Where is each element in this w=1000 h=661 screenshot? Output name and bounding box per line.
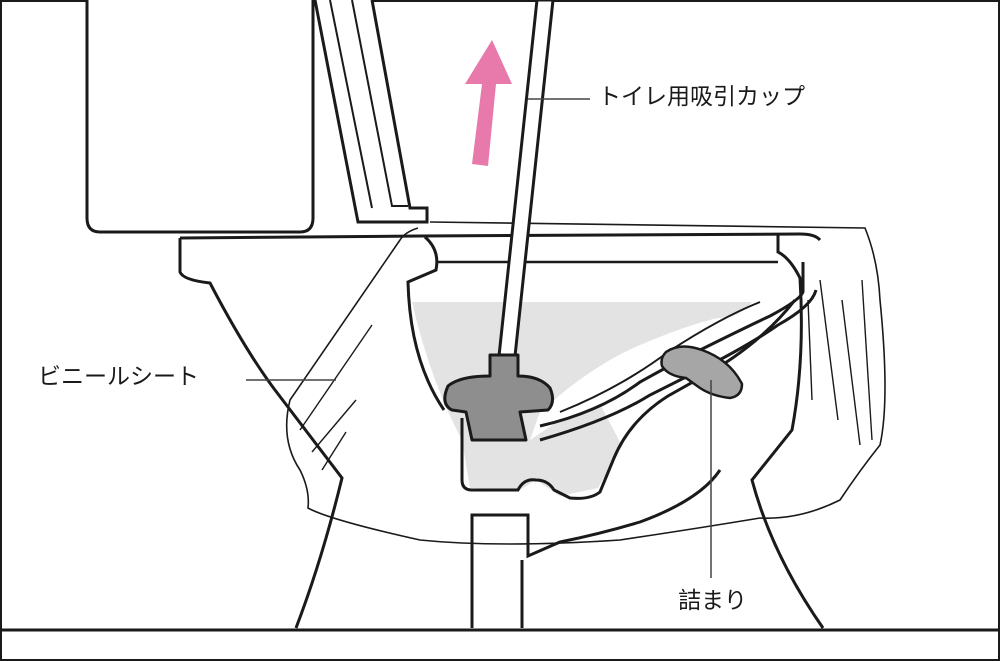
clog-blob (660, 345, 744, 400)
bowl-back-outline (750, 234, 825, 629)
trap-pipe-upper (539, 262, 805, 428)
bowl-front-outline (178, 238, 344, 629)
up-arrow-icon (465, 40, 512, 166)
vinyl-fold-2 (311, 399, 357, 453)
plunger-cup (443, 353, 555, 442)
lid-inner-edge (329, 0, 373, 209)
vinyl-fold-5 (841, 299, 861, 446)
vinyl-fold-4 (819, 279, 839, 421)
vinyl-fold-3 (321, 431, 347, 471)
vinyl-sheet-label: ビニールシート (38, 364, 199, 390)
vinyl-sheet-outline (285, 221, 886, 545)
plunger-label: トイレ用吸引カップ (598, 84, 805, 110)
seat-edge (351, 0, 408, 207)
drain-outlet (470, 469, 722, 628)
bowl-rim-top (179, 232, 822, 242)
toilet-tank (85, 0, 315, 234)
vinyl-fold-1 (299, 324, 373, 431)
vinyl-fold-7 (807, 299, 813, 401)
clog-label: 詰まり (678, 588, 747, 614)
vinyl-fold-6 (861, 279, 873, 441)
bowl-inner-front (406, 235, 446, 411)
toilet-lid (313, 0, 429, 224)
